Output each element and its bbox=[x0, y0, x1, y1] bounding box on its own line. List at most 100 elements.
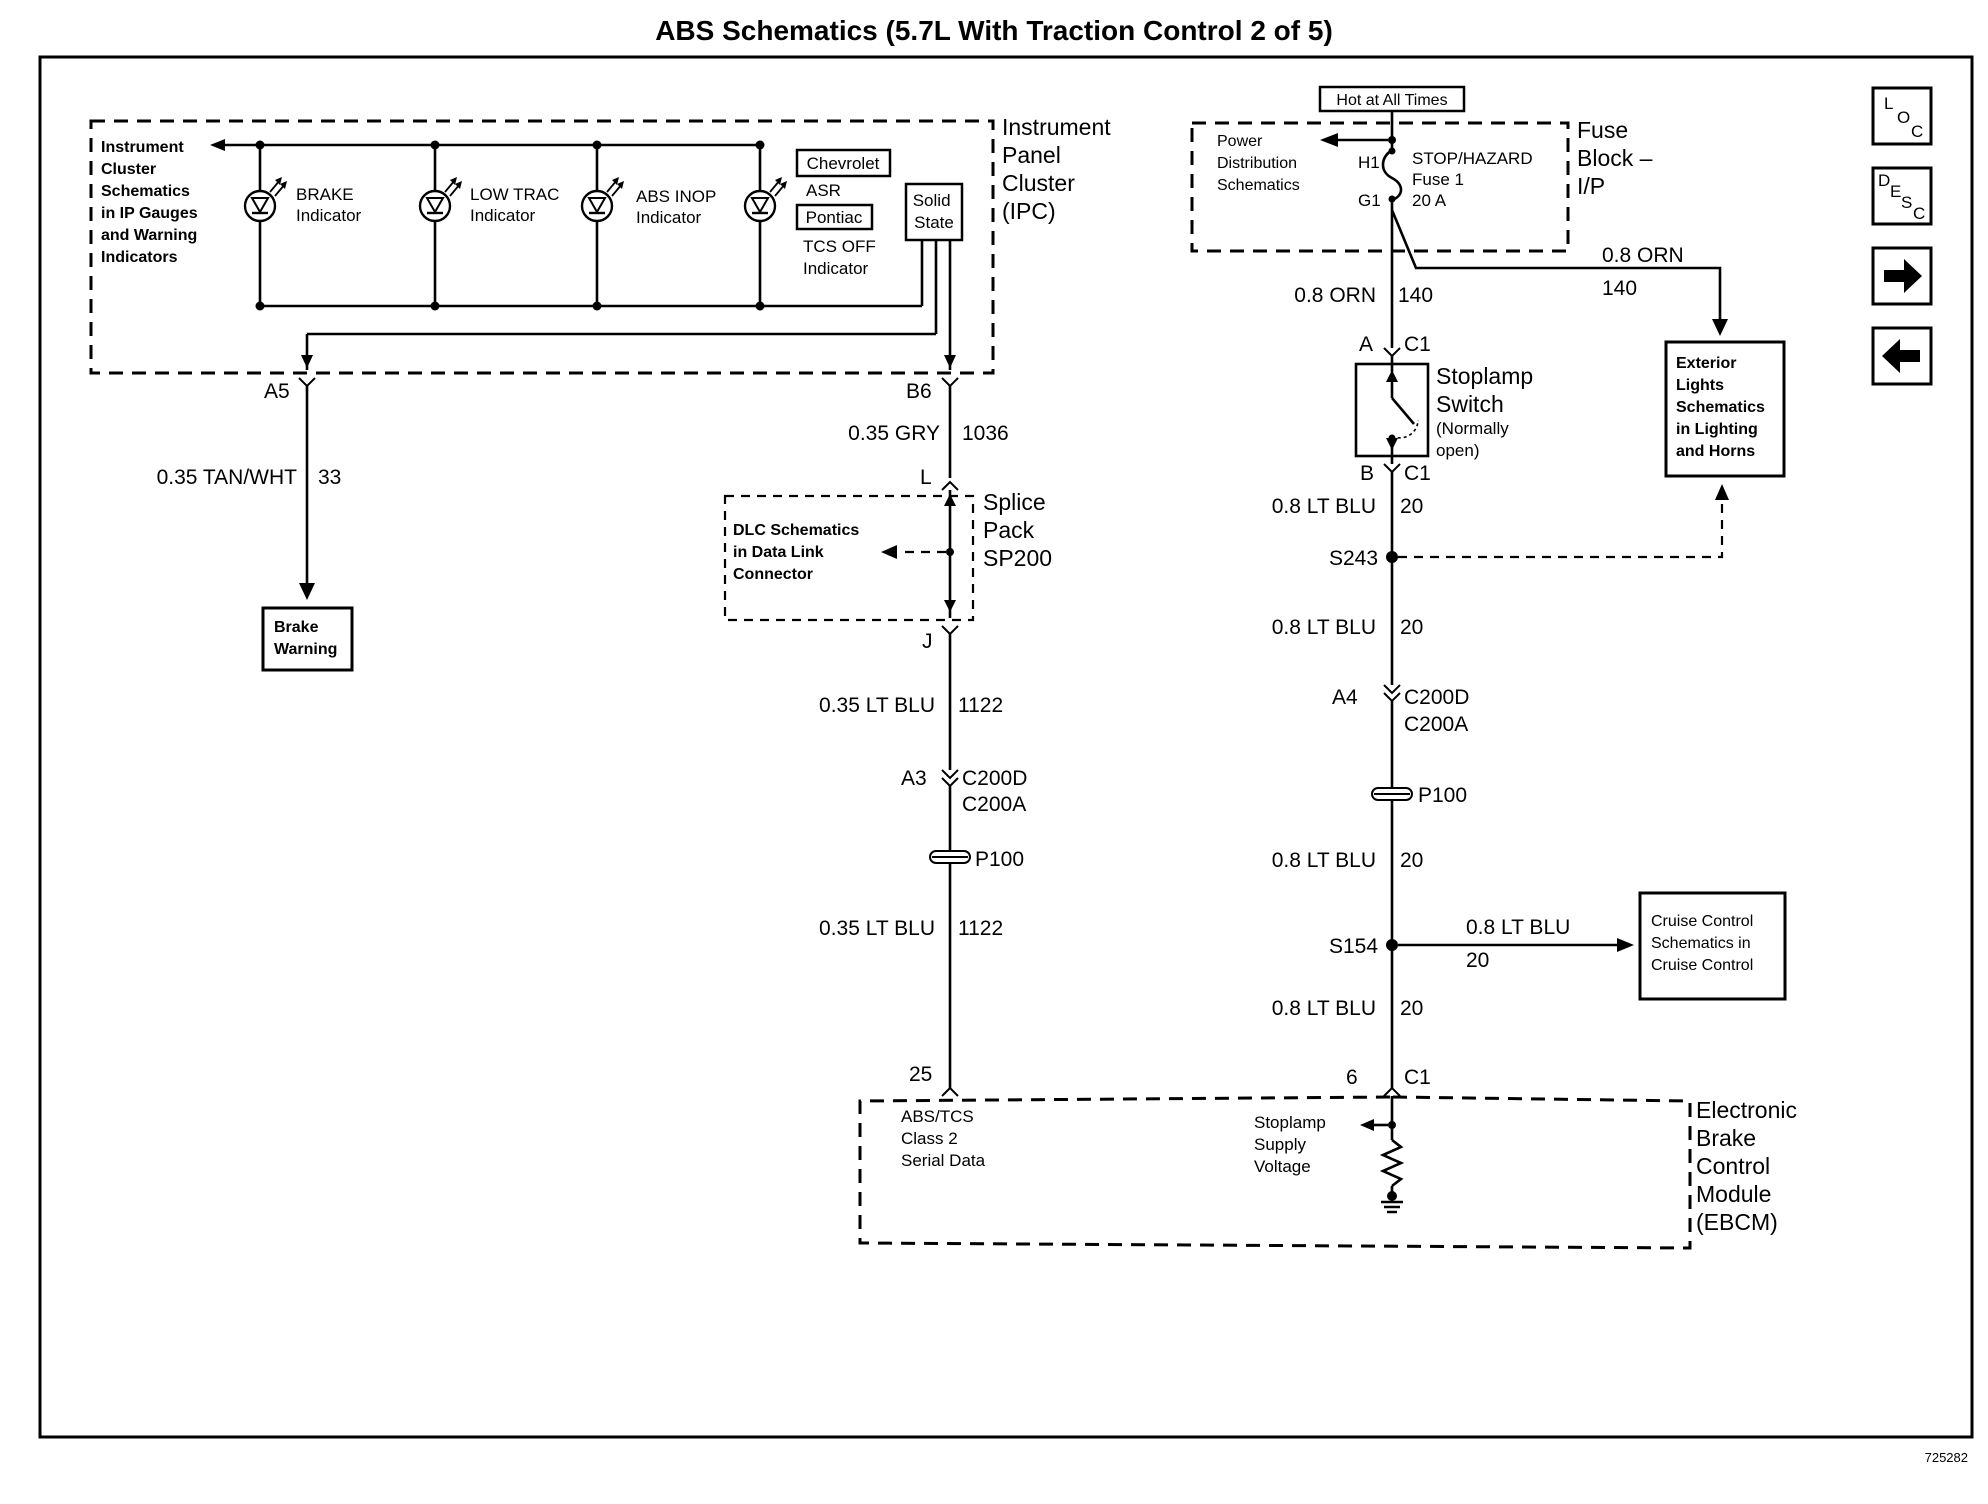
circuit-20-r1: 20 bbox=[1400, 495, 1423, 518]
cruise-control-reference[interactable]: Cruise Control Schematics in Cruise Cont… bbox=[1638, 891, 1787, 1001]
circuit-20-r4: 20 bbox=[1400, 997, 1423, 1020]
fuse-symbol bbox=[1381, 148, 1403, 202]
connector-b: B bbox=[1360, 462, 1374, 485]
ebcm-module: Electronic Brake Control Module (EBCM) A… bbox=[858, 1095, 1803, 1250]
splice-pack-box bbox=[723, 494, 975, 622]
power-distribution-reference: Power Distribution Schematics bbox=[1217, 133, 1301, 194]
splice-s243: S243 bbox=[1329, 547, 1378, 570]
wire-lt-blu-r1: 0.8 LT BLU bbox=[1272, 495, 1376, 518]
brake-warning-box[interactable] bbox=[261, 606, 354, 672]
pass-through-p100-left: P100 bbox=[975, 848, 1024, 871]
tcs-off-led-icon bbox=[743, 140, 787, 311]
wire-orn-branch: 0.8 ORN bbox=[1602, 244, 1684, 267]
figure-id: 725282 bbox=[1925, 1450, 1968, 1465]
connector-j: J bbox=[922, 630, 933, 653]
connector-a3: A3 bbox=[901, 767, 927, 790]
fuse-terminal-g1: G1 bbox=[1358, 191, 1381, 210]
fuse-block-label: Fuse Block – I/P bbox=[1577, 117, 1659, 199]
wire-orn-main: 0.8 ORN bbox=[1294, 284, 1376, 307]
low-trac-indicator-label: LOW TRAC Indicator bbox=[470, 185, 564, 225]
connector-c200d-left: C200D bbox=[962, 767, 1027, 790]
loc-letter-c: C bbox=[1911, 122, 1923, 141]
brake-indicator-label: BRAKE Indicator bbox=[296, 185, 362, 225]
exterior-lights-label: Exterior Lights Schematics in Lighting a… bbox=[1676, 355, 1769, 460]
desc-letter-d: D bbox=[1878, 171, 1890, 190]
circuit-1036: 1036 bbox=[962, 422, 1009, 445]
circuit-140-branch: 140 bbox=[1602, 277, 1637, 300]
loc-letter-l: L bbox=[1884, 94, 1893, 113]
fuse-terminal-h1: H1 bbox=[1358, 153, 1380, 172]
forward-button[interactable] bbox=[1871, 246, 1933, 306]
stoplamp-circuit: A C1 Stoplamp Switch (Normally open) B C… bbox=[1272, 333, 1729, 1097]
stoplamp-switch-label: Stoplamp Switch bbox=[1436, 363, 1540, 417]
connector-c1-bottom: C1 bbox=[1404, 1066, 1431, 1089]
brake-led-icon bbox=[243, 140, 287, 311]
normally-open-label: (Normally open) bbox=[1436, 419, 1513, 460]
ebcm-label: Electronic Brake Control Module (EBCM) bbox=[1696, 1097, 1803, 1235]
fuse-block: Hot at All Times Fuse Block – I/P Power … bbox=[1190, 85, 1728, 348]
dlc-reference: DLC Schematics in Data Link Connector bbox=[733, 522, 864, 583]
circuit-140-main: 140 bbox=[1398, 284, 1433, 307]
stoplamp-supply-voltage-label: Stoplamp Supply Voltage bbox=[1254, 1113, 1331, 1176]
asr-label: ASR bbox=[806, 181, 841, 200]
pontiac-label: Pontiac bbox=[806, 208, 863, 227]
abs-inop-indicator-label: ABS INOP Indicator bbox=[636, 187, 721, 227]
wire-lt-blu-1: 0.35 LT BLU bbox=[819, 694, 935, 717]
hot-at-all-times-label: Hot at All Times bbox=[1336, 92, 1447, 109]
chevrolet-label: Chevrolet bbox=[807, 154, 880, 173]
connector-a4: A4 bbox=[1332, 686, 1358, 709]
connector-a5: A5 bbox=[264, 380, 290, 403]
ipc-label: Instrument Panel Cluster (IPC) bbox=[1002, 114, 1117, 224]
connector-a: A bbox=[1359, 333, 1373, 356]
connector-c1-mid: C1 bbox=[1404, 462, 1431, 485]
connector-b6: B6 bbox=[906, 380, 932, 403]
diagram-frame bbox=[38, 55, 1974, 1439]
resistor-symbol bbox=[1379, 1138, 1405, 1188]
circuit-20-r3: 20 bbox=[1400, 849, 1423, 872]
exterior-lights-reference[interactable]: Exterior Lights Schematics in Lighting a… bbox=[1664, 340, 1786, 478]
wire-tan-wht: 0.35 TAN/WHT bbox=[157, 466, 298, 489]
desc-letter-c: C bbox=[1913, 204, 1925, 223]
wire-gry: 0.35 GRY bbox=[848, 422, 940, 445]
wire-lt-blu-r2: 0.8 LT BLU bbox=[1272, 616, 1376, 639]
wire-lt-blu-branch: 0.8 LT BLU bbox=[1466, 916, 1570, 939]
circuit-1122-2: 1122 bbox=[958, 917, 1003, 940]
back-button[interactable] bbox=[1871, 326, 1933, 386]
wire-lt-blu-r3: 0.8 LT BLU bbox=[1272, 849, 1376, 872]
connector-c1-top: C1 bbox=[1404, 333, 1431, 356]
pass-through-p100-right: P100 bbox=[1418, 784, 1467, 807]
splice-pack-label: Splice Pack SP200 bbox=[983, 489, 1052, 571]
arrow-right-icon bbox=[1884, 259, 1922, 293]
arrow-left-icon bbox=[1882, 339, 1920, 373]
connector-c200d-right: C200D bbox=[1404, 686, 1469, 709]
splice-s154: S154 bbox=[1329, 935, 1378, 958]
wire-lt-blu-r4: 0.8 LT BLU bbox=[1272, 997, 1376, 1020]
solid-state-label: Solid State bbox=[913, 191, 956, 232]
loc-letter-o: O bbox=[1897, 108, 1910, 127]
desc-button[interactable]: D E S C bbox=[1871, 166, 1933, 226]
circuit-1122-1: 1122 bbox=[958, 694, 1003, 717]
page-title: ABS Schematics (5.7L With Traction Contr… bbox=[655, 15, 1333, 46]
connector-l: L bbox=[920, 466, 932, 489]
low-trac-led-icon bbox=[418, 140, 462, 311]
instrument-panel-cluster: Instrument Panel Cluster (IPC) Instrumen… bbox=[89, 114, 1117, 375]
brake-warning-label: Brake Warning bbox=[274, 619, 337, 658]
ground-icon bbox=[1381, 1200, 1403, 1214]
circuit-20-branch: 20 bbox=[1466, 949, 1489, 972]
brake-warning-circuit: A5 0.35 TAN/WHT 33 Brake Warning bbox=[157, 377, 354, 672]
circuit-33: 33 bbox=[318, 466, 341, 489]
ebcm-pin-25: 25 bbox=[909, 1063, 932, 1086]
serial-data-circuit: B6 0.35 GRY 1036 L DLC Schematics in Dat… bbox=[723, 377, 1052, 1097]
stop-hazard-fuse-label: STOP/HAZARD Fuse 1 20 A bbox=[1412, 149, 1537, 210]
loc-button[interactable]: L O C bbox=[1871, 86, 1933, 146]
circuit-20-r2: 20 bbox=[1400, 616, 1423, 639]
instrument-cluster-reference: Instrument Cluster Schematics in IP Gaug… bbox=[101, 139, 202, 266]
desc-letter-e: E bbox=[1890, 182, 1901, 201]
serial-data-label: ABS/TCS Class 2 Serial Data bbox=[901, 1107, 986, 1170]
wire-lt-blu-2: 0.35 LT BLU bbox=[819, 917, 935, 940]
abs-inop-led-icon bbox=[580, 140, 624, 311]
connector-c200a-right: C200A bbox=[1404, 713, 1468, 736]
tcs-off-indicator-label: TCS OFF Indicator bbox=[803, 237, 880, 278]
ebcm-pin-6: 6 bbox=[1346, 1066, 1358, 1089]
